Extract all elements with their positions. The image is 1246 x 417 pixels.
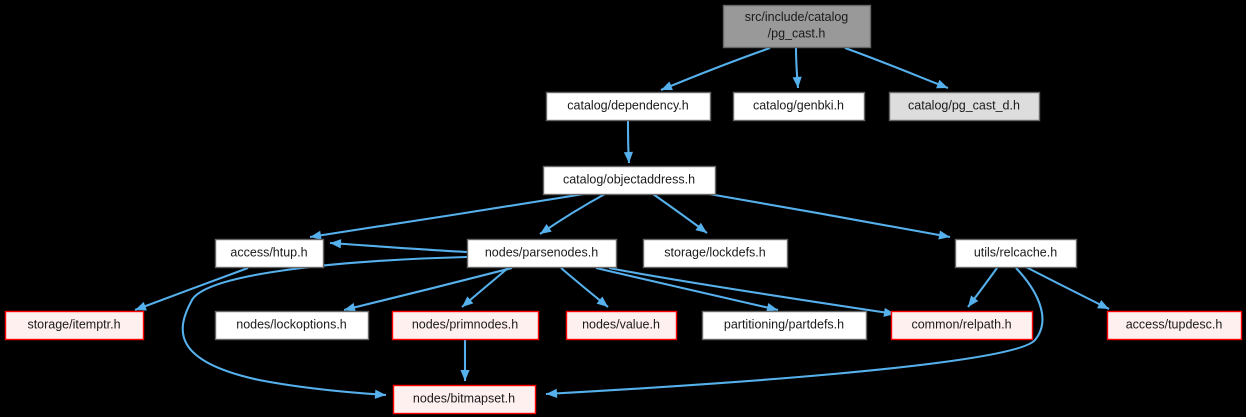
node-box [4,310,145,341]
node-label: nodes/bitmapset.h [413,391,515,405]
node-label: access/htup.h [230,245,307,259]
node-box [565,310,678,341]
node-box [542,165,717,196]
node-box [214,310,370,341]
graph-node-primnodes[interactable]: nodes/primnodes.h [391,310,540,341]
graph-node-pg_cast[interactable]: src/include/catalog/pg_cast.h [722,4,872,49]
arrow-head-icon [792,76,802,88]
graph-node-itemptr[interactable]: storage/itemptr.h [4,310,145,341]
node-label: common/relpath.h [911,317,1011,331]
node-box [722,4,872,49]
graph-node-lockdefs[interactable]: storage/lockdefs.h [642,238,789,269]
node-label: access/tupdesc.h [1126,317,1223,331]
graph-node-bitmapset[interactable]: nodes/bitmapset.h [392,384,537,415]
node-label: storage/lockdefs.h [664,245,765,259]
arrow-head-icon [938,230,950,240]
node-box [466,238,618,269]
edge-parsenodes-to-partdefs [595,266,779,312]
arrow-head-icon [135,301,147,311]
node-label: catalog/genbki.h [753,98,844,112]
node-layer: src/include/catalog/pg_cast.h catalog/dep… [4,4,1243,415]
node-label: partitioning/partdefs.h [724,317,844,331]
graph-node-value[interactable]: nodes/value.h [565,310,678,341]
arrow-head-icon [344,302,356,312]
arrow-head-icon [695,222,707,233]
graph-node-parsenodes[interactable]: nodes/parsenodes.h [466,238,618,269]
arrow-head-icon [330,239,342,249]
arrow-head-icon [462,296,474,307]
arrow-head-icon [596,296,608,307]
node-label: nodes/value.h [582,317,660,331]
node-box [545,91,712,122]
edge-pg_cast-to-pg_cast_d [844,47,949,89]
edge-objectaddress-to-relcache [708,192,951,239]
graph-node-lockoptions[interactable]: nodes/lockoptions.h [214,310,370,341]
node-label: catalog/pg_cast_d.h [908,98,1020,112]
arrow-head-icon [374,389,386,399]
arrow-head-icon [310,230,322,240]
node-label: catalog/objectaddress.h [563,172,695,186]
arrow-head-icon [540,224,552,234]
arrow-head-icon [460,370,470,381]
node-box [888,91,1041,122]
node-label: src/include/catalog [745,10,849,24]
node-label: nodes/primnodes.h [412,317,518,331]
arrow-head-icon [661,81,673,91]
edge-objectaddress-to-htup [309,192,585,239]
arrow-head-icon [968,295,979,307]
graph-node-relpath[interactable]: common/relpath.h [890,310,1034,341]
node-box [701,310,868,341]
graph-node-objectaddress[interactable]: catalog/objectaddress.h [542,165,717,196]
graph-node-genbki[interactable]: catalog/genbki.h [732,91,866,122]
arrow-head-icon [766,303,778,313]
node-label: nodes/lockoptions.h [236,317,347,331]
node-box [1106,310,1243,341]
edge-parsenodes-to-bitmapset [181,255,468,397]
arrow-head-icon [1097,299,1109,309]
arrow-head-icon [936,79,948,89]
node-label: nodes/parsenodes.h [485,245,598,259]
node-label: utils/relcache.h [974,245,1057,259]
edge-layer [134,47,1110,399]
node-label: catalog/dependency.h [567,98,688,112]
edge-relcache-to-bitmapset [545,267,1044,396]
arrow-head-icon [623,151,634,163]
graph-node-pg_cast_d[interactable]: catalog/pg_cast_d.h [888,91,1041,122]
graph-node-partdefs[interactable]: partitioning/partdefs.h [701,310,868,341]
arrow-head-icon [546,388,558,398]
edge-parsenodes-to-relpath [608,266,896,316]
graph-node-htup[interactable]: access/htup.h [214,238,325,269]
node-box [954,238,1078,269]
node-box [391,310,540,341]
node-box [890,310,1034,341]
node-box [642,238,789,269]
node-label: storage/itemptr.h [27,317,120,331]
node-box [392,384,537,415]
edge-pg_cast-to-dependency [660,47,771,91]
node-box [732,91,866,122]
edge-htup-to-itemptr [134,267,249,311]
edge-parsenodes-to-htup [329,241,468,254]
edge-parsenodes-to-lockoptions [343,266,513,312]
graph-node-dependency[interactable]: catalog/dependency.h [545,91,712,122]
node-label: /pg_cast.h [768,27,826,41]
node-box [214,238,325,269]
graph-node-tupdesc[interactable]: access/tupdesc.h [1106,310,1243,341]
graph-node-relcache[interactable]: utils/relcache.h [954,238,1078,269]
